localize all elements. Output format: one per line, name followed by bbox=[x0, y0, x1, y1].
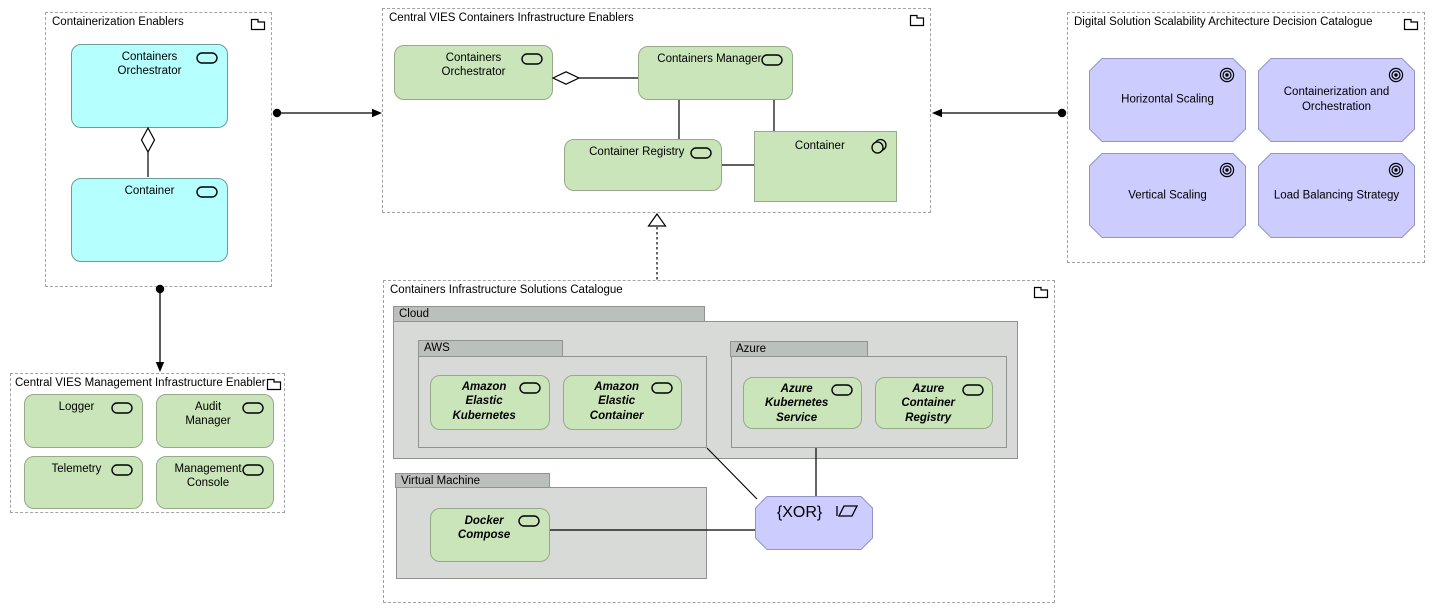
connector-containerization-to-vies bbox=[272, 108, 382, 118]
service-icon bbox=[242, 464, 264, 476]
service-icon bbox=[111, 402, 133, 414]
element-label: Containers Orchestrator bbox=[441, 52, 506, 79]
service-icon bbox=[962, 384, 984, 396]
octagon-shape bbox=[1089, 58, 1246, 142]
folder-icon bbox=[909, 14, 925, 27]
element-containers-orchestrator-central[interactable]: Containers Orchestrator bbox=[394, 45, 553, 100]
service-icon bbox=[196, 52, 218, 64]
group-vies-containers-infrastructure[interactable]: Central VIES Containers Infrastructure E… bbox=[382, 8, 931, 213]
element-amazon-elastic-kubernetes[interactable]: Amazon Elastic Kubernetes bbox=[430, 375, 550, 430]
folder-icon bbox=[1033, 286, 1049, 299]
node-icon bbox=[871, 138, 887, 154]
element-label: Containers Orchestrator bbox=[117, 51, 182, 78]
element-container[interactable]: Container bbox=[71, 178, 228, 262]
element-xor-junction[interactable]: {XOR} bbox=[755, 496, 873, 550]
grouping-azure-tab[interactable]: Azure bbox=[730, 341, 868, 357]
service-icon bbox=[111, 464, 133, 476]
group-title: Central VIES Containers Infrastructure E… bbox=[389, 12, 634, 24]
grouping-virtual-machine-tab[interactable]: Virtual Machine bbox=[395, 473, 550, 488]
service-icon bbox=[519, 382, 541, 394]
connector-scalability-to-vies bbox=[932, 108, 1067, 118]
element-logger[interactable]: Logger bbox=[24, 394, 143, 448]
octagon-shape bbox=[755, 496, 873, 550]
element-label: Container bbox=[124, 185, 175, 197]
element-amazon-elastic-container[interactable]: Amazon Elastic Container bbox=[563, 375, 682, 430]
goal-icon bbox=[1388, 162, 1404, 178]
group-scalability-decision-catalogue[interactable]: Digital Solution Scalability Architectur… bbox=[1067, 12, 1425, 263]
service-icon bbox=[518, 515, 540, 527]
element-label: Load Balancing Strategy bbox=[1273, 189, 1400, 202]
element-label: Management Console bbox=[174, 463, 242, 490]
element-azure-container-registry[interactable]: Azure Container Registry bbox=[875, 377, 993, 429]
grouping-title: Azure bbox=[736, 343, 767, 355]
element-container-node[interactable]: Container bbox=[754, 131, 897, 202]
element-label: Audit Manager bbox=[185, 401, 231, 428]
element-label: {XOR} bbox=[776, 504, 823, 521]
connector-containerization-to-management bbox=[155, 284, 165, 372]
group-title: Containers Infrastructure Solutions Cata… bbox=[390, 284, 623, 296]
element-docker-compose[interactable]: Docker Compose bbox=[430, 508, 550, 562]
grouping-title: Cloud bbox=[399, 308, 430, 320]
element-label: Container bbox=[794, 140, 845, 152]
element-label: Azure Kubernetes Service bbox=[765, 383, 829, 424]
element-telemetry[interactable]: Telemetry bbox=[24, 456, 143, 509]
element-management-console[interactable]: Management Console bbox=[156, 456, 274, 509]
element-label: Amazon Elastic Container bbox=[589, 381, 644, 422]
element-label: Telemetry bbox=[51, 463, 102, 475]
element-label: Vertical Scaling bbox=[1128, 189, 1207, 202]
element-load-balancing-strategy[interactable]: Load Balancing Strategy bbox=[1258, 153, 1415, 238]
element-containers-manager[interactable]: Containers Manager bbox=[638, 46, 793, 100]
grouping-title: Virtual Machine bbox=[401, 475, 481, 487]
service-icon bbox=[196, 186, 218, 198]
gap-icon bbox=[836, 505, 859, 517]
element-label: Docker Compose bbox=[457, 515, 511, 542]
element-label: Amazon Elastic Kubernetes bbox=[452, 381, 516, 422]
folder-icon bbox=[250, 18, 266, 31]
group-vies-management-infrastructure[interactable]: Central VIES Management Infrastructure E… bbox=[10, 373, 285, 513]
element-label: Container Registry bbox=[589, 146, 685, 158]
group-title: Central VIES Management Infrastructure E… bbox=[15, 377, 272, 389]
element-azure-kubernetes-service[interactable]: Azure Kubernetes Service bbox=[743, 377, 862, 429]
octagon-shape bbox=[1258, 153, 1415, 238]
element-label: Containerization and Orchestration bbox=[1283, 86, 1390, 113]
grouping-cloud-tab[interactable]: Cloud bbox=[393, 306, 705, 322]
element-container-registry[interactable]: Container Registry bbox=[564, 139, 722, 191]
service-icon bbox=[690, 147, 712, 159]
element-label: Horizontal Scaling bbox=[1121, 93, 1214, 106]
element-horizontal-scaling[interactable]: Horizontal Scaling bbox=[1089, 58, 1246, 142]
goal-icon bbox=[1219, 162, 1235, 178]
element-containers-orchestrator[interactable]: Containers Orchestrator bbox=[71, 44, 228, 128]
group-title: Digital Solution Scalability Architectur… bbox=[1074, 16, 1373, 28]
service-icon bbox=[521, 53, 543, 65]
service-icon bbox=[831, 384, 853, 396]
folder-icon bbox=[266, 378, 282, 391]
goal-icon bbox=[1388, 67, 1404, 83]
element-containerization-and-orchestration[interactable]: Containerization and Orchestration bbox=[1258, 58, 1415, 142]
goal-icon bbox=[1219, 67, 1235, 83]
connector-realization-solutions-to-vies bbox=[647, 212, 667, 280]
grouping-aws-tab[interactable]: AWS bbox=[418, 340, 563, 357]
element-label: Azure Container Registry bbox=[901, 383, 956, 424]
folder-icon bbox=[1403, 18, 1419, 31]
service-icon bbox=[761, 54, 783, 66]
octagon-shape bbox=[1089, 153, 1246, 238]
grouping-title: AWS bbox=[424, 342, 450, 354]
octagon-shape bbox=[1258, 58, 1415, 142]
element-label: Containers Manager bbox=[657, 53, 762, 65]
service-icon bbox=[242, 402, 264, 414]
element-vertical-scaling[interactable]: Vertical Scaling bbox=[1089, 153, 1246, 238]
service-icon bbox=[651, 382, 673, 394]
element-label: Logger bbox=[58, 401, 95, 413]
group-title: Containerization Enablers bbox=[52, 16, 184, 28]
group-containerization-enablers[interactable]: Containerization Enablers Containers Orc… bbox=[45, 12, 272, 287]
element-audit-manager[interactable]: Audit Manager bbox=[156, 394, 274, 448]
group-containers-solutions-catalogue[interactable]: Containers Infrastructure Solutions Cata… bbox=[383, 280, 1055, 603]
